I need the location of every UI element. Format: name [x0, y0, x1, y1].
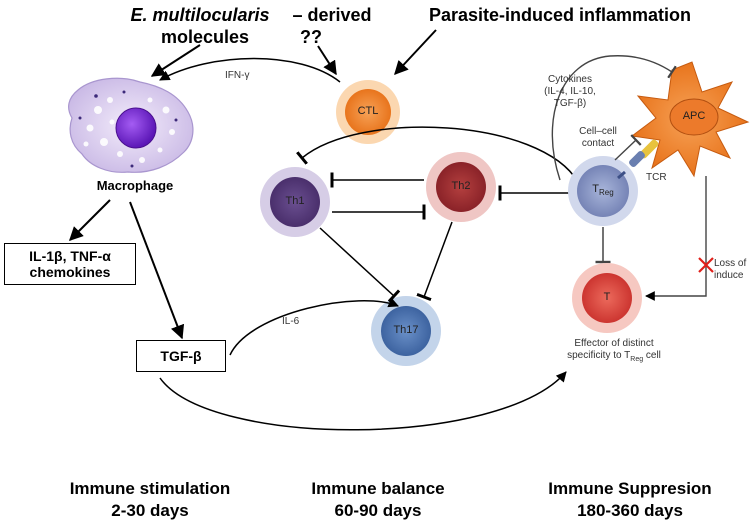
cytokines-line2: (IL-4, IL-10,: [544, 86, 596, 97]
th1-label: Th1: [285, 195, 305, 207]
effector-line1: Effector of distinct: [574, 338, 654, 349]
macrophage-cell: [68, 77, 194, 173]
macrophage-label: Macrophage: [96, 178, 174, 193]
cytokine-box-line2: chemokines: [29, 264, 111, 280]
phase-suppression: Immune Suppresion 180-360 days: [520, 478, 740, 522]
cytokines-label: Cytokines (IL-4, IL-10, TGF-β): [520, 74, 620, 110]
treg-label-sub: Reg: [599, 188, 614, 198]
effector-line2-sub: Reg: [630, 356, 644, 363]
phase-stimulation: Immune stimulation 2-30 days: [40, 478, 260, 522]
cross-icon: [698, 257, 714, 273]
cell-contact-line2: contact: [581, 138, 615, 149]
unknown-label: ??: [300, 27, 322, 47]
phase-stimulation-days: 2-30 days: [111, 501, 189, 520]
treg-label: TReg: [583, 183, 623, 197]
t-effector-cell: [572, 263, 642, 333]
loss-line1: Loss of: [714, 258, 747, 269]
molecules-label: E. multilocularis: [100, 4, 300, 26]
phase-suppression-days: 180-360 days: [577, 501, 683, 520]
phase-balance: Immune balance 60-90 days: [278, 478, 478, 522]
phase-balance-days: 60-90 days: [334, 501, 422, 520]
effector-label: Effector of distinct specificity to TReg…: [554, 338, 674, 366]
parasite-name: E. multilocularis: [130, 5, 270, 25]
cytokines-line1: Cytokines: [548, 74, 592, 85]
effector-line2-tail: cell: [643, 350, 661, 361]
tgf-box: TGF-β: [136, 340, 226, 372]
th17-cell: [371, 296, 441, 366]
loss-line2: induce: [714, 270, 744, 281]
inflammation-label: Parasite-induced inflammation: [428, 5, 692, 25]
ctl-label: CTL: [357, 105, 379, 117]
phase-balance-title: Immune balance: [311, 479, 445, 498]
ctl-cell: [336, 80, 400, 144]
treg-cell: [568, 156, 638, 226]
th1-cell: [260, 167, 330, 237]
tcr-label: TCR: [646, 172, 667, 183]
phase-suppression-title: Immune Suppresion: [548, 479, 712, 498]
apc-cell: [630, 61, 750, 178]
ifn-gamma-label: IFN-γ: [225, 70, 250, 81]
loss-of-induce-label: Loss of induce: [714, 258, 746, 282]
effector-line2-text: specificity to T: [567, 350, 631, 361]
phase-stimulation-title: Immune stimulation: [69, 479, 231, 498]
cytokine-box: IL-1β, TNF-α chemokines: [4, 243, 136, 285]
tcr-receptor: [617, 139, 659, 180]
treg-label-main: T: [592, 183, 600, 195]
cytokines-line3: TGF-β): [553, 98, 587, 109]
effector-line2: specificity to TReg cell: [554, 350, 674, 366]
il6-label: IL-6: [282, 316, 300, 327]
molecules-line2: molecules: [160, 27, 250, 47]
th2-cell: [426, 152, 496, 222]
th2-label: Th2: [451, 180, 471, 192]
derived-label: – derived: [292, 5, 372, 25]
th17-label: Th17: [393, 324, 419, 336]
cell-contact-label: Cell–cell contact: [568, 126, 628, 150]
cytokine-box-line1: IL-1β, TNF-α: [29, 248, 111, 264]
apc-label: APC: [682, 110, 706, 122]
t-effector-label: T: [603, 291, 611, 303]
cell-contact-line1: Cell–cell: [579, 126, 617, 137]
